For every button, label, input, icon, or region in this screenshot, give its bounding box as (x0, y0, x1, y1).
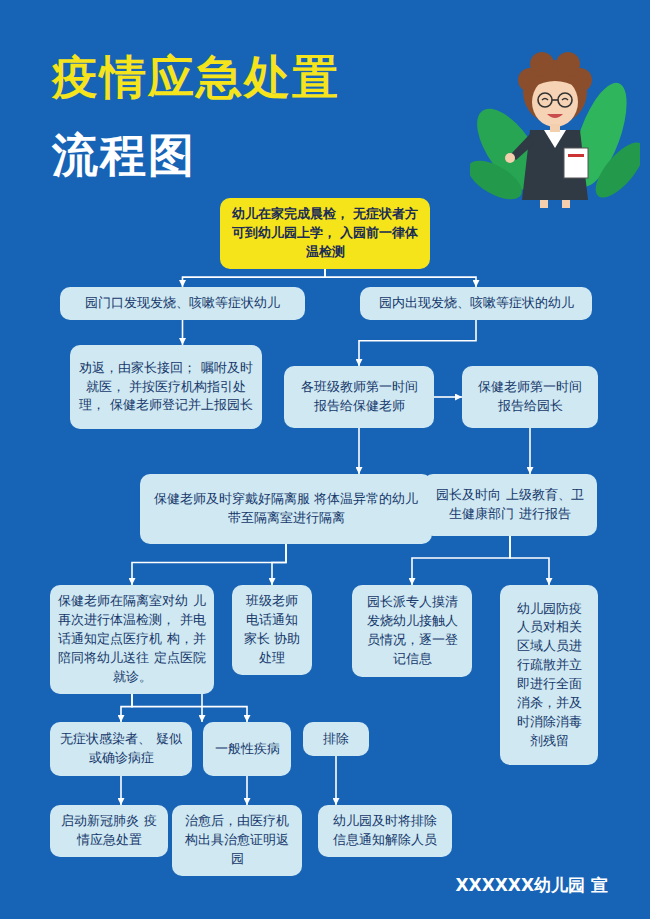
flow-arrow (182, 320, 184, 345)
box-text: 园长派专人摸清 发烧幼儿接触人 员情况，逐一登 记信息 (360, 593, 464, 668)
process-box: 保健老师及时穿戴好隔离服 将体温异常的幼儿带至隔离室进行隔离 (140, 474, 432, 544)
box-text: 保健老师第一时间 报告给园长 (470, 378, 590, 416)
box-text: 园内出现发烧、咳嗽等症状的幼儿 (368, 294, 584, 313)
process-box: 排除 (303, 722, 369, 756)
box-text: 排除 (311, 730, 361, 749)
box-text: 幼儿园防疫 人员对相关 区域人员进 行疏散并立 即进行全面 消杀，并及 时消除消… (508, 600, 590, 751)
flow-arrow (246, 776, 248, 805)
process-box: 一般性疾病 (203, 722, 291, 776)
process-box: 治愈后，由医疗机 构出具治愈证明返园 (172, 805, 302, 876)
process-box: 保健老师第一时间 报告给园长 (462, 366, 598, 428)
box-text: 治愈后，由医疗机 构出具治愈证明返园 (180, 812, 294, 869)
flow-arrow (335, 756, 337, 805)
flow-arrow (510, 536, 549, 585)
process-box: 幼儿园及时将排除 信息通知解除人员 (318, 805, 452, 857)
flow-arrow (121, 694, 132, 722)
flow-arrow (132, 544, 286, 585)
process-box: 园长及时向 上级教育、卫生健康部门 进行报告 (423, 474, 597, 536)
box-text: 一般性疾病 (211, 740, 283, 759)
box-text: 班级老师 电话通知家长 协助处理 (240, 592, 304, 667)
process-box: 无症状感染者、 疑似或确诊病症 (50, 722, 192, 776)
flow-arrow (529, 428, 531, 474)
flow-arrow (325, 269, 476, 287)
process-box: 班级老师 电话通知家长 协助处理 (232, 585, 312, 675)
process-box: 劝返，由家长接回； 嘱咐及时就医， 并按医疗机构指引处理， 保健老师登记并上报园… (70, 345, 262, 429)
box-text: 幼儿园及时将排除 信息通知解除人员 (326, 812, 444, 850)
start-box: 幼儿在家完成晨检， 无症状者方可到幼儿园上学， 入园前一律体温检测 (220, 198, 430, 269)
box-text: 劝返，由家长接回； 嘱咐及时就医， 并按医疗机构指引处理， 保健老师登记并上报园… (78, 359, 254, 416)
process-box: 园长派专人摸清 发烧幼儿接触人 员情况，逐一登 记信息 (352, 585, 472, 677)
flow-arrow (434, 396, 462, 398)
footer-label: XXXXXX幼儿园 宣 (455, 874, 608, 897)
process-box: 幼儿园防疫 人员对相关 区域人员进 行疏散并立 即进行全面 消杀，并及 时消除消… (500, 585, 598, 765)
flow-arrow (358, 428, 360, 474)
flow-arrow (359, 320, 476, 366)
flow-arrow (412, 536, 510, 585)
box-text: 幼儿在家完成晨检， 无症状者方可到幼儿园上学， 入园前一律体温检测 (228, 205, 422, 262)
flow-arrow (183, 269, 326, 287)
process-box: 园内出现发烧、咳嗽等症状的幼儿 (360, 287, 592, 320)
box-text: 无症状感染者、 疑似或确诊病症 (58, 730, 184, 768)
box-text: 园长及时向 上级教育、卫生健康部门 进行报告 (431, 486, 589, 524)
teacher-illustration (470, 30, 640, 210)
flow-arrow (120, 776, 122, 805)
flow-arrow (201, 694, 203, 722)
box-text: 各班级教师第一时间 报告给保健老师 (292, 378, 426, 416)
box-text: 保健老师在隔离室对幼 儿再次进行体温检测， 并电话通知定点医疗机 构，并陪同将幼… (58, 592, 206, 686)
process-box: 园门口发现发烧、咳嗽等症状幼儿 (60, 287, 305, 320)
page-title: 疫情应急处置 流程图 (52, 38, 382, 194)
process-box: 各班级教师第一时间 报告给保健老师 (284, 366, 434, 428)
process-box: 保健老师在隔离室对幼 儿再次进行体温检测， 并电话通知定点医疗机 构，并陪同将幼… (50, 585, 214, 694)
box-text: 保健老师及时穿戴好隔离服 将体温异常的幼儿带至隔离室进行隔离 (148, 490, 424, 528)
box-text: 园门口发现发烧、咳嗽等症状幼儿 (68, 294, 297, 313)
box-text: 启动新冠肺炎 疫情应急处置 (58, 812, 160, 850)
flow-arrow (132, 694, 247, 722)
process-box: 启动新冠肺炎 疫情应急处置 (50, 805, 168, 857)
flow-arrow (272, 544, 286, 585)
